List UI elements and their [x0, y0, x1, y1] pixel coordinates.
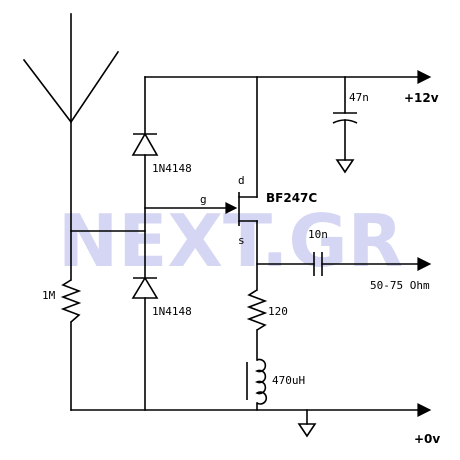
resistor-1m-label: 1M — [42, 289, 56, 302]
capacitor-10n-label: 10n — [308, 228, 328, 241]
inductor-470uh: 470uH — [246, 358, 305, 411]
ground-icon — [335, 159, 355, 174]
output-arrow-icon — [417, 257, 432, 271]
source-label: s — [238, 234, 245, 247]
output-impedance-label: 50-75 Ohm — [370, 279, 430, 292]
chassis-ground-icon — [297, 423, 317, 438]
supply-arrow-icon — [417, 70, 432, 84]
drain-label: d — [238, 174, 245, 187]
resistor-120-label: 120 — [268, 305, 288, 318]
gate-label: g — [200, 193, 207, 206]
ground-rail-wire: +0v — [70, 403, 440, 446]
diode-top-label: 1N4148 — [152, 162, 192, 175]
diode-bottom-1n4148: 1N4148 — [131, 276, 192, 318]
transistor-label: BF247C — [266, 191, 317, 205]
resistor-1m: 1M — [42, 279, 82, 323]
antenna-symbol — [22, 13, 120, 124]
output-branch: 10n 50-75 Ohm — [256, 228, 432, 292]
resistor-120: 120 — [246, 289, 288, 361]
capacitor-47n-label: 47n — [349, 91, 369, 104]
jfet-bf247c: d g s BF247C — [200, 76, 317, 291]
diode-column-wire — [144, 76, 227, 411]
gate-rail-wire — [70, 121, 146, 411]
capacitor-47n: 47n — [332, 76, 369, 174]
supply-rail-wire: +12v — [144, 70, 439, 105]
supply-voltage-label: +12v — [404, 91, 439, 105]
watermark-text: NEXT.GR — [58, 199, 403, 283]
inductor-label: 470uH — [272, 374, 305, 387]
diode-top-1n4148: 1N4148 — [131, 132, 192, 175]
diode-bottom-label: 1N4148 — [152, 305, 192, 318]
ground-rail-arrow-icon — [417, 403, 432, 417]
ground-voltage-label: +0v — [414, 432, 440, 446]
